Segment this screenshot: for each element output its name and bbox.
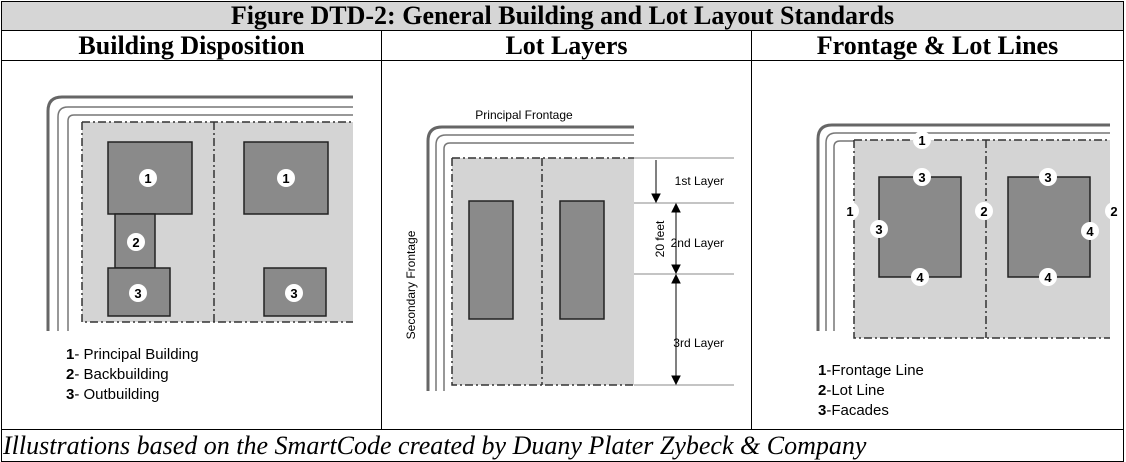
svg-text:2: 2 xyxy=(980,204,987,219)
svg-text:4: 4 xyxy=(1044,270,1052,285)
svg-text:3: 3 xyxy=(875,222,882,237)
lot-lines xyxy=(81,121,353,323)
lot-lines xyxy=(451,157,634,386)
svg-text:3: 3 xyxy=(918,170,925,185)
marker-lot-line-right: 2 xyxy=(1105,202,1123,220)
legend-item: 3- Outbuilding xyxy=(66,386,160,403)
principal-frontage-label: Principal Frontage xyxy=(475,108,573,122)
third-layer-label: 3rd Layer xyxy=(673,336,724,350)
legend-item: 3-Facades xyxy=(818,402,889,419)
street-edge-mid xyxy=(435,134,634,391)
svg-text:1: 1 xyxy=(918,133,925,148)
street-edge-inner xyxy=(443,142,634,391)
marker-rear-3: 4 xyxy=(1039,268,1057,286)
header-lot-layers: Lot Layers xyxy=(381,30,752,61)
building-1 xyxy=(878,176,962,278)
building-1 xyxy=(468,200,514,320)
marker-rear-2: 4 xyxy=(1081,222,1099,240)
street-edge-outer xyxy=(816,123,1110,331)
figure-caption: Illustrations based on the SmartCode cre… xyxy=(1,429,1124,462)
dimension-arrows xyxy=(651,160,681,386)
legend-item: 2-Lot Line xyxy=(818,382,885,399)
marker-principal-1: 1 xyxy=(139,169,157,187)
marker-lot-line-mid: 2 xyxy=(975,202,993,220)
building-disposition-panel: 1 1 2 3 3 1- Principal Building 2- Backb… xyxy=(1,60,382,430)
frontage-lot-lines-panel: 1 1 2 2 3 3 3 4 4 4 1-Frontage Line 2-Lo… xyxy=(751,60,1124,430)
marker-frontage-side: 1 xyxy=(841,202,859,220)
marker-backbuilding: 2 xyxy=(127,233,145,251)
header-frontage-lot-lines: Frontage & Lot Lines xyxy=(751,30,1124,61)
header-building-disposition: Building Disposition xyxy=(1,30,382,61)
legend-item: 1-Frontage Line xyxy=(818,362,924,379)
lot-layers-diagram: Principal Frontage 1st Layer 2nd Layer 3… xyxy=(404,108,734,391)
marker-rear-1: 4 xyxy=(911,268,929,286)
marker-outbuilding-1: 3 xyxy=(129,284,147,302)
svg-text:2: 2 xyxy=(132,235,139,250)
marker-facade-top-1: 3 xyxy=(913,168,931,186)
marker-outbuilding-2: 3 xyxy=(285,284,303,302)
svg-text:4: 4 xyxy=(1086,224,1094,239)
street-edge-mid xyxy=(57,106,353,331)
svg-text:1: 1 xyxy=(846,204,853,219)
building-2 xyxy=(1007,176,1091,278)
figure-title: Figure DTD-2: General Building and Lot L… xyxy=(1,1,1124,31)
building-disposition-legend: 1- Principal Building 2- Backbuilding 3-… xyxy=(66,345,199,405)
first-layer-label: 1st Layer xyxy=(675,174,724,188)
street-edge-inner xyxy=(833,140,1110,331)
building-disposition-diagram: 1 1 2 3 3 xyxy=(46,95,353,331)
street-edge-mid xyxy=(825,132,1110,331)
legend-item: 2- Backbuilding xyxy=(66,366,169,383)
street-edge-outer xyxy=(426,125,634,391)
svg-text:1: 1 xyxy=(282,171,289,186)
frontage-lot-lines-diagram: 1 1 2 2 3 3 3 4 4 4 xyxy=(816,123,1123,339)
marker-facade-top-2: 3 xyxy=(1039,168,1057,186)
lot-layers-panel: Principal Frontage 1st Layer 2nd Layer 3… xyxy=(381,60,752,430)
svg-text:4: 4 xyxy=(916,270,924,285)
dimension-label: 20 feet xyxy=(653,220,667,257)
svg-text:2: 2 xyxy=(1110,204,1117,219)
marker-facade-side: 3 xyxy=(870,220,888,238)
marker-principal-2: 1 xyxy=(277,169,295,187)
street-edge-inner xyxy=(67,114,353,331)
frontage-lot-lines-legend: 1-Frontage Line 2-Lot Line 3-Facades xyxy=(818,361,924,421)
svg-text:3: 3 xyxy=(290,286,297,301)
secondary-frontage-label: Secondary Frontage xyxy=(404,230,418,339)
street-edge-outer xyxy=(46,95,353,331)
building-2 xyxy=(559,200,605,320)
svg-text:3: 3 xyxy=(1044,170,1051,185)
legend-item: 1- Principal Building xyxy=(66,346,199,363)
layer-boundaries xyxy=(634,157,734,386)
svg-text:3: 3 xyxy=(134,286,141,301)
second-layer-label: 2nd Layer xyxy=(671,236,724,250)
marker-frontage-top: 1 xyxy=(913,131,931,149)
svg-text:1: 1 xyxy=(144,171,151,186)
